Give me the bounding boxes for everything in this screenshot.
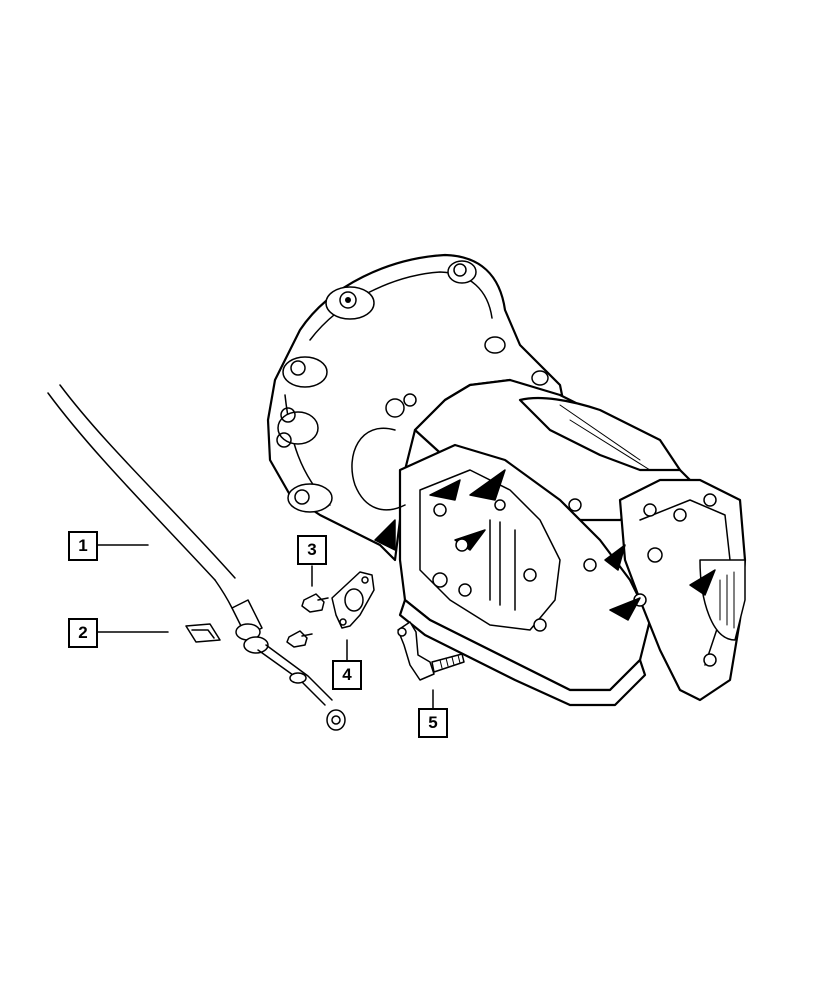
leader-lines <box>97 544 434 709</box>
callout-2: 2 <box>68 618 98 648</box>
callout-3: 3 <box>297 535 327 565</box>
callout-1: 1 <box>68 531 98 561</box>
bolt <box>286 593 329 648</box>
shift-cable <box>47 384 346 731</box>
bracket <box>331 571 375 629</box>
oil-pan <box>398 598 647 707</box>
transmission-assembly <box>266 253 747 707</box>
callout-5: 5 <box>418 708 448 738</box>
cable-clip <box>185 623 221 643</box>
wire-harness <box>351 427 406 511</box>
callout-4: 4 <box>332 660 362 690</box>
bracket-with-stud <box>397 621 465 681</box>
bell-housing-bosses <box>276 260 549 513</box>
bell-housing <box>266 253 567 562</box>
